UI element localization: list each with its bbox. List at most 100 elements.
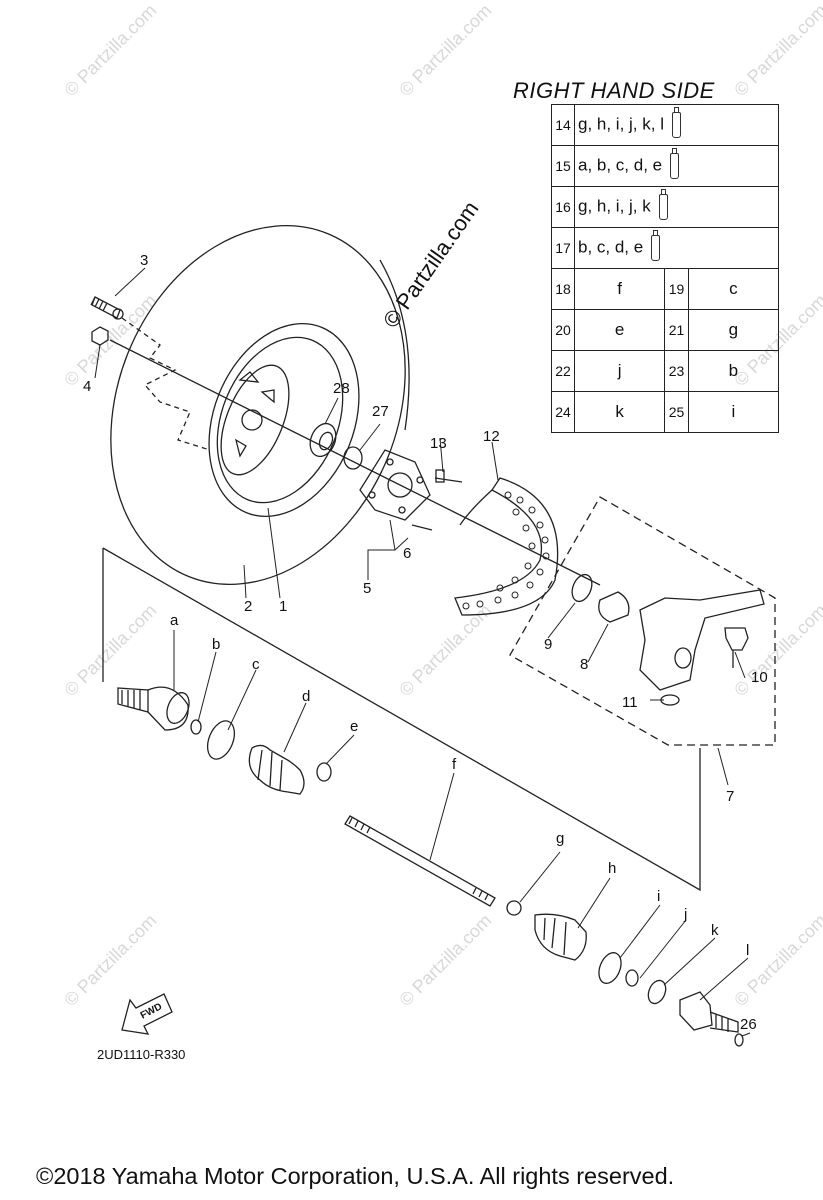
table-row: 20 e 21 g bbox=[551, 309, 780, 351]
leader-lines bbox=[94, 267, 751, 1037]
boot-illustration bbox=[248, 744, 305, 795]
spacer-illustration bbox=[343, 446, 363, 470]
callout-k: k bbox=[711, 922, 719, 939]
callout-11: 11 bbox=[622, 694, 638, 711]
callout-7: 7 bbox=[726, 788, 735, 805]
center-axis-line bbox=[469, 519, 601, 586]
sealant-tube-icon bbox=[658, 189, 668, 220]
boot-band-illustration bbox=[206, 720, 236, 760]
table-title: RIGHT HAND SIDE bbox=[513, 78, 715, 103]
row-value: g bbox=[687, 309, 780, 351]
knuckle-illustration bbox=[639, 589, 765, 691]
row-number: 16 bbox=[551, 186, 575, 228]
callout-5: 5 bbox=[363, 580, 372, 597]
callout-2: 2 bbox=[244, 598, 253, 615]
row-number: 19 bbox=[664, 268, 689, 310]
boot-band-illustration bbox=[598, 952, 622, 984]
shaft-group-frame bbox=[102, 547, 701, 892]
callout-f: f bbox=[452, 756, 457, 773]
row-letters: b, c, d, e bbox=[578, 237, 644, 257]
callout-26: 26 bbox=[740, 1016, 757, 1033]
boot-band-illustration bbox=[506, 900, 522, 916]
boot-band-illustration bbox=[316, 762, 332, 782]
row-number: 23 bbox=[664, 350, 689, 392]
callout-4: 4 bbox=[83, 378, 92, 395]
row-number: 17 bbox=[551, 227, 575, 269]
bearing-illustration bbox=[598, 591, 630, 623]
disc-bolt-illustration bbox=[434, 477, 463, 483]
callout-l: l bbox=[746, 942, 750, 959]
circlip-illustration bbox=[625, 969, 639, 987]
sealant-tube-icon bbox=[671, 107, 681, 138]
callout-1: 1 bbox=[279, 598, 288, 615]
table-row: 16 g, h, i, j, k bbox=[551, 186, 779, 228]
sealant-table: 14 g, h, i, j, k, l 15 a, b, c, d, e 16 … bbox=[551, 104, 780, 433]
row-number: 22 bbox=[551, 350, 575, 392]
callout-8: 8 bbox=[580, 656, 589, 673]
row-number: 18 bbox=[551, 268, 575, 310]
callout-b: b bbox=[212, 636, 221, 653]
callout-c: c bbox=[252, 656, 260, 673]
row-number: 15 bbox=[551, 145, 575, 187]
callout-12: 12 bbox=[483, 428, 500, 445]
valve-leader bbox=[121, 317, 211, 451]
knuckle-group-box bbox=[509, 496, 776, 746]
table-row: 24 k 25 i bbox=[551, 391, 780, 433]
callout-27: 27 bbox=[372, 403, 389, 420]
bearing-illustration bbox=[318, 431, 334, 451]
callout-9: 9 bbox=[544, 636, 553, 653]
callout-13: 13 bbox=[430, 435, 447, 452]
callout-6: 6 bbox=[403, 545, 412, 562]
callout-i: i bbox=[657, 888, 661, 905]
row-letters: a, b, c, d, e bbox=[578, 155, 663, 175]
callout-3: 3 bbox=[140, 252, 149, 269]
row-value: f bbox=[573, 268, 666, 310]
sealant-tube-icon bbox=[651, 230, 661, 261]
brake-disc-illustration bbox=[454, 477, 559, 616]
boot-illustration bbox=[534, 913, 587, 961]
table-row: 22 j 23 b bbox=[551, 350, 780, 392]
row-value: k bbox=[573, 391, 666, 433]
fwd-arrow-icon bbox=[121, 993, 173, 1035]
row-value: c bbox=[687, 268, 780, 310]
circlip-illustration bbox=[571, 573, 593, 603]
callout-e: e bbox=[350, 718, 359, 735]
copyright-notice: ©2018 Yamaha Motor Corporation, U.S.A. A… bbox=[36, 1163, 675, 1189]
row-letters: g, h, i, j, k, l bbox=[578, 114, 664, 134]
callout-28: 28 bbox=[333, 380, 350, 397]
sealant-tube-icon bbox=[670, 148, 680, 179]
cv-joint-outer-illustration bbox=[117, 686, 190, 731]
table-row: 18 f 19 c bbox=[551, 268, 780, 310]
callout-10: 10 bbox=[751, 669, 768, 686]
cv-joint-inner-illustration bbox=[679, 991, 739, 1033]
row-value: b bbox=[687, 350, 780, 392]
callout-j: j bbox=[684, 906, 688, 923]
valve-stem-illustration bbox=[90, 296, 124, 346]
bearing-illustration bbox=[309, 422, 337, 458]
row-number: 24 bbox=[551, 391, 575, 433]
disc-bolt-head bbox=[435, 469, 445, 483]
circlip-illustration bbox=[734, 1033, 744, 1047]
row-value: i bbox=[687, 391, 780, 433]
hub-bolt-illustration bbox=[411, 524, 433, 531]
row-number: 14 bbox=[551, 104, 575, 146]
callout-a: a bbox=[170, 612, 179, 629]
callout-d: d bbox=[302, 688, 311, 705]
drive-shaft-illustration bbox=[344, 815, 496, 907]
row-letters: g, h, i, j, k bbox=[578, 196, 651, 216]
row-number: 25 bbox=[664, 391, 689, 433]
row-number: 21 bbox=[664, 309, 689, 351]
table-row: 14 g, h, i, j, k, l bbox=[551, 104, 779, 146]
o-ring-illustration bbox=[647, 979, 667, 1005]
row-value: j bbox=[573, 350, 666, 392]
table-row: 15 a, b, c, d, e bbox=[551, 145, 779, 187]
tire-illustration bbox=[110, 224, 410, 586]
hub-illustration bbox=[359, 449, 431, 521]
row-number: 20 bbox=[551, 309, 575, 351]
table-row: 17 b, c, d, e bbox=[551, 227, 779, 269]
diagram-code: 2UD1110-R330 bbox=[97, 1047, 186, 1062]
callout-h: h bbox=[608, 860, 617, 877]
callout-g: g bbox=[556, 830, 565, 847]
center-axis-line bbox=[109, 339, 471, 521]
